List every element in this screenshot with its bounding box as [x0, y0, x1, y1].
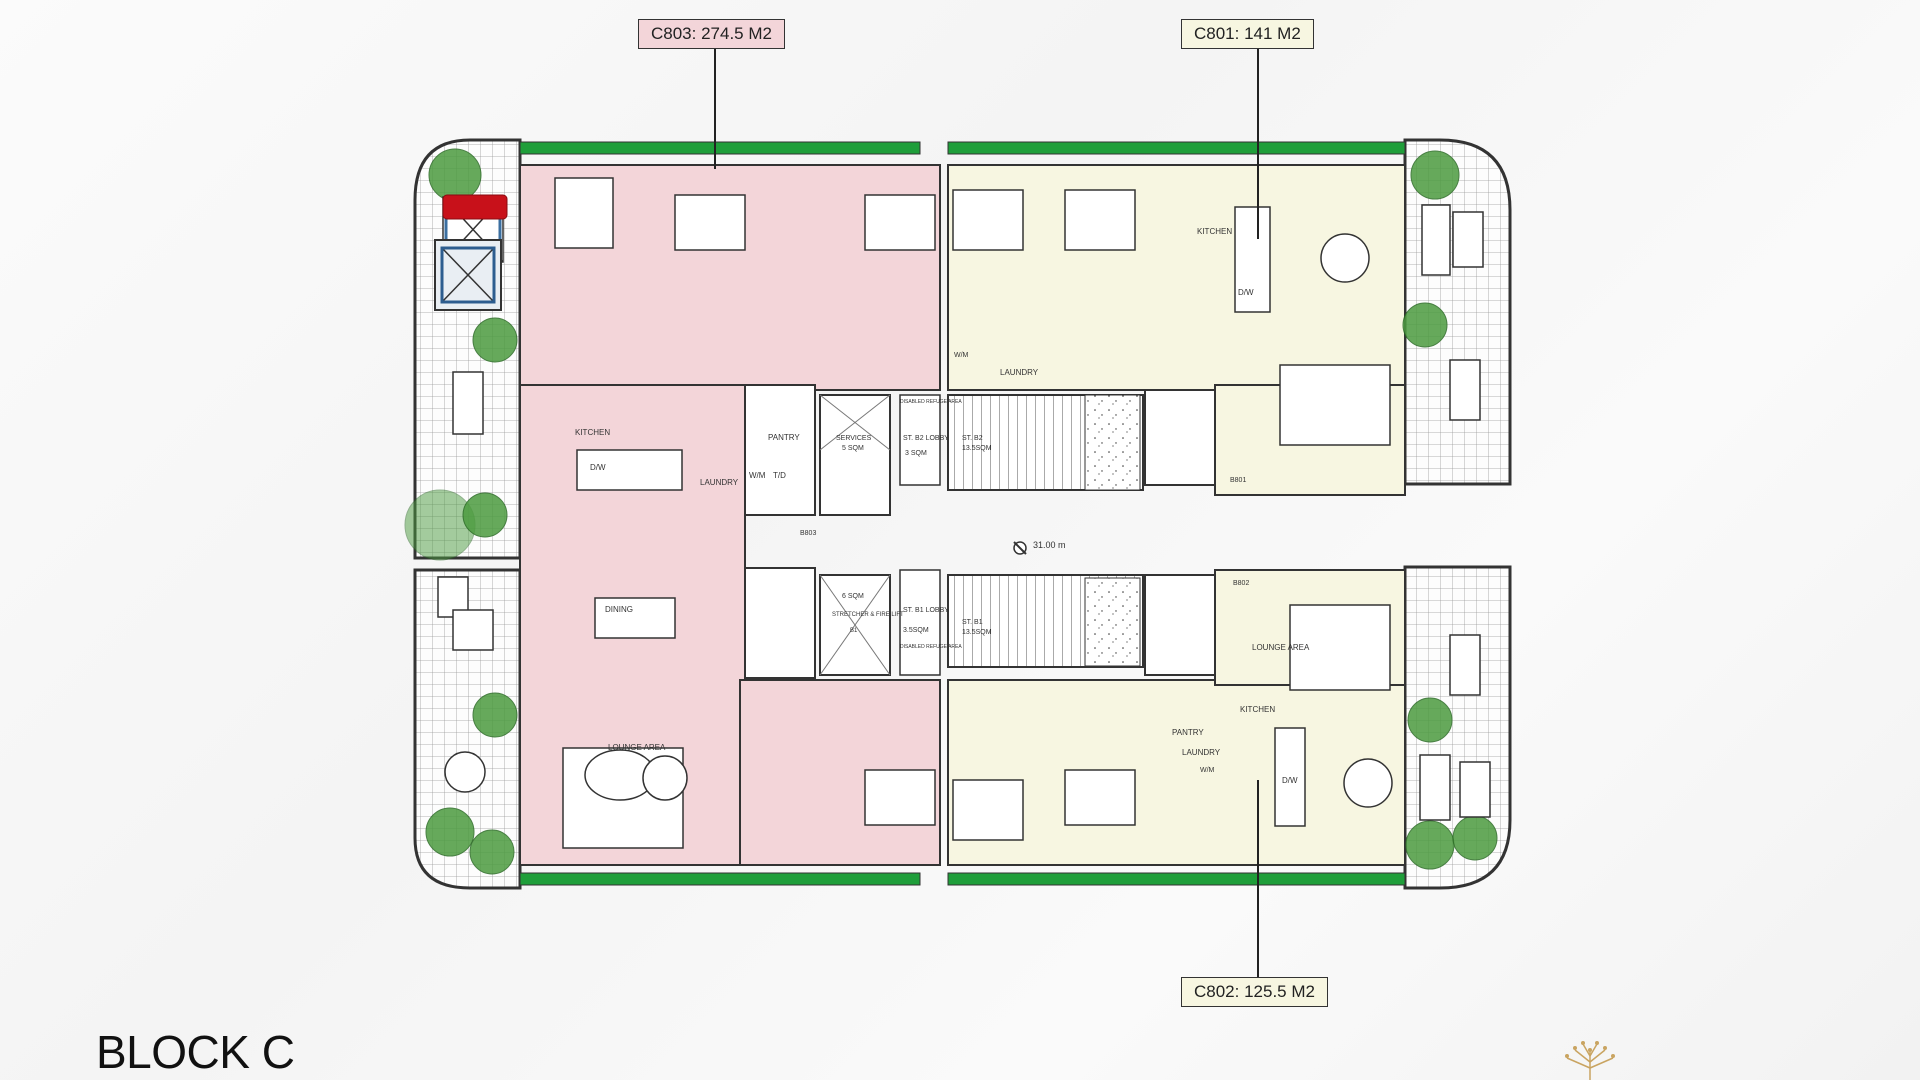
label-kitchen-c802: KITCHEN — [1240, 705, 1275, 714]
unit-c802-area — [947, 679, 1406, 866]
label-services: SERVICES — [836, 435, 872, 442]
room-labels: KITCHEN D/W PANTRY W/M T/D LAUNDRY DININ… — [575, 227, 1310, 785]
label-dw-c801: D/W — [1238, 288, 1254, 297]
label-pantry-c803: PANTRY — [768, 433, 800, 442]
unit-tag-c802: C802: 125.5 M2 — [1181, 977, 1328, 1007]
label-lift-id: B1 — [850, 628, 858, 634]
label-lounge-c802: LOUNGE AREA — [1252, 643, 1310, 652]
label-corridor-length: 31.00 m — [1033, 540, 1066, 550]
label-stair-b1: ST. B1 — [962, 619, 983, 626]
block-title: BLOCK C — [96, 1026, 295, 1078]
label-laundry-c801: LAUNDRY — [1000, 368, 1039, 377]
label-b803: B803 — [800, 530, 816, 537]
label-td-c803: T/D — [773, 471, 786, 480]
label-dw-c802: D/W — [1282, 776, 1298, 785]
red-sofa — [442, 194, 508, 220]
leader-line-c801 — [1257, 49, 1259, 239]
label-kitchen-c803: KITCHEN — [575, 428, 610, 437]
unit-tag-c803: C803: 274.5 M2 — [638, 19, 785, 49]
label-lobby-b2: ST. B2 LOBBY — [903, 435, 949, 442]
label-lobby-b1-area: 3.5SQM — [903, 627, 929, 634]
planter-south — [519, 872, 1406, 886]
tree-group — [404, 148, 1498, 875]
label-b802: B802 — [1233, 580, 1249, 587]
label-wm-c802: W/M — [1200, 767, 1215, 774]
label-laundry-c802: LAUNDRY — [1182, 748, 1221, 757]
skylight-frame — [440, 246, 496, 304]
label-stair-b2-area: 13.5SQM — [962, 445, 992, 452]
planter-north — [519, 141, 1406, 155]
label-b801: B801 — [1230, 477, 1246, 484]
label-refuge-b2: DISABLED REFUGE AREA — [900, 399, 962, 405]
tree-logo-icon — [1565, 1041, 1615, 1080]
label-stair-b2: ST. B2 — [962, 435, 983, 442]
interior-furniture — [554, 177, 1393, 849]
label-lift-area: 6 SQM — [842, 593, 864, 600]
label-dining: DINING — [605, 605, 633, 614]
leader-line-c803 — [714, 49, 716, 169]
skylight-cross-b — [441, 247, 495, 303]
unit-c801-area — [947, 164, 1406, 391]
label-dw-c803: D/W — [590, 463, 606, 472]
label-stair-b1-area: 13.5SQM — [962, 629, 992, 636]
unit-tag-c801: C801: 141 M2 — [1181, 19, 1314, 49]
label-lounge-c803: LOUNGE AREA — [608, 743, 666, 752]
label-wm-c803: W/M — [749, 471, 766, 480]
leader-line-c802 — [1257, 780, 1259, 977]
label-laundry-c803: LAUNDRY — [700, 478, 739, 487]
label-pantry-c802: PANTRY — [1172, 728, 1204, 737]
compass-icon — [1013, 541, 1027, 555]
label-wm-c801: W/M — [954, 352, 969, 359]
core — [744, 384, 1216, 679]
label-stretcher-lift: STRETCHER & FIRE LIFT — [832, 612, 904, 618]
label-refuge-b1: DISABLED REFUGE AREA — [900, 644, 962, 650]
label-kitchen-c801: KITCHEN — [1197, 227, 1232, 236]
label-services-area: 5 SQM — [842, 445, 864, 452]
label-lobby-b2-area: 3 SQM — [905, 450, 927, 457]
label-lobby-b1: ST. B1 LOBBY — [903, 607, 949, 614]
